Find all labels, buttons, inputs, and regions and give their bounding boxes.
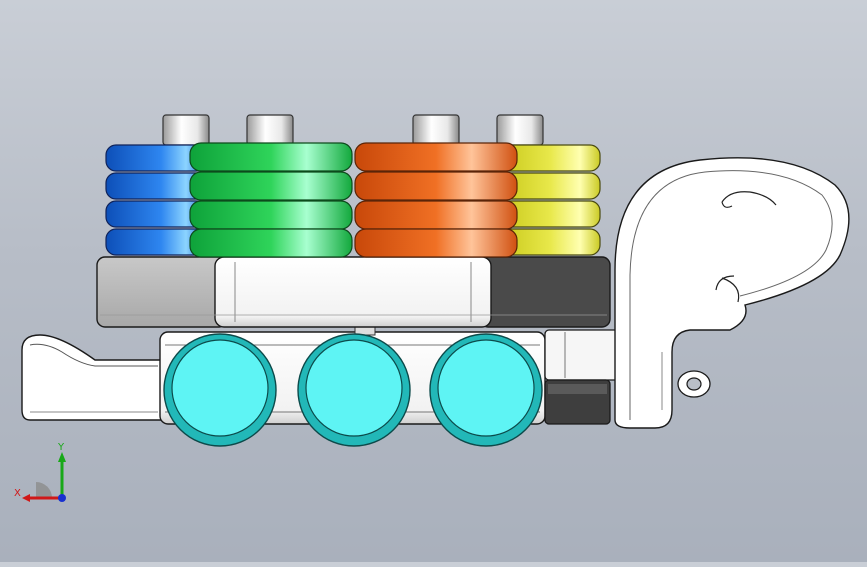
head-hook[interactable]: [614, 157, 850, 429]
yellow-ring-stack[interactable]: [499, 144, 601, 256]
green-ring-stack[interactable]: [189, 142, 353, 258]
cargo-deck[interactable]: [96, 256, 611, 328]
x-axis-label: X: [14, 488, 21, 499]
peg: [246, 114, 294, 146]
orange-ring-stack[interactable]: [354, 142, 518, 258]
neck-connector[interactable]: [544, 329, 621, 425]
peg: [412, 114, 460, 146]
y-axis-label: Y: [57, 442, 65, 453]
pegs: [162, 114, 544, 146]
axis-triad-icon: Y X: [14, 442, 66, 502]
peg: [496, 114, 544, 146]
wheel-front: [429, 333, 543, 447]
tail-part[interactable]: [21, 334, 166, 421]
blue-ring-stack[interactable]: [105, 144, 207, 256]
wheel-middle: [297, 333, 411, 447]
wheels[interactable]: [163, 333, 543, 447]
peg: [162, 114, 210, 146]
wheel-rear: [163, 333, 277, 447]
